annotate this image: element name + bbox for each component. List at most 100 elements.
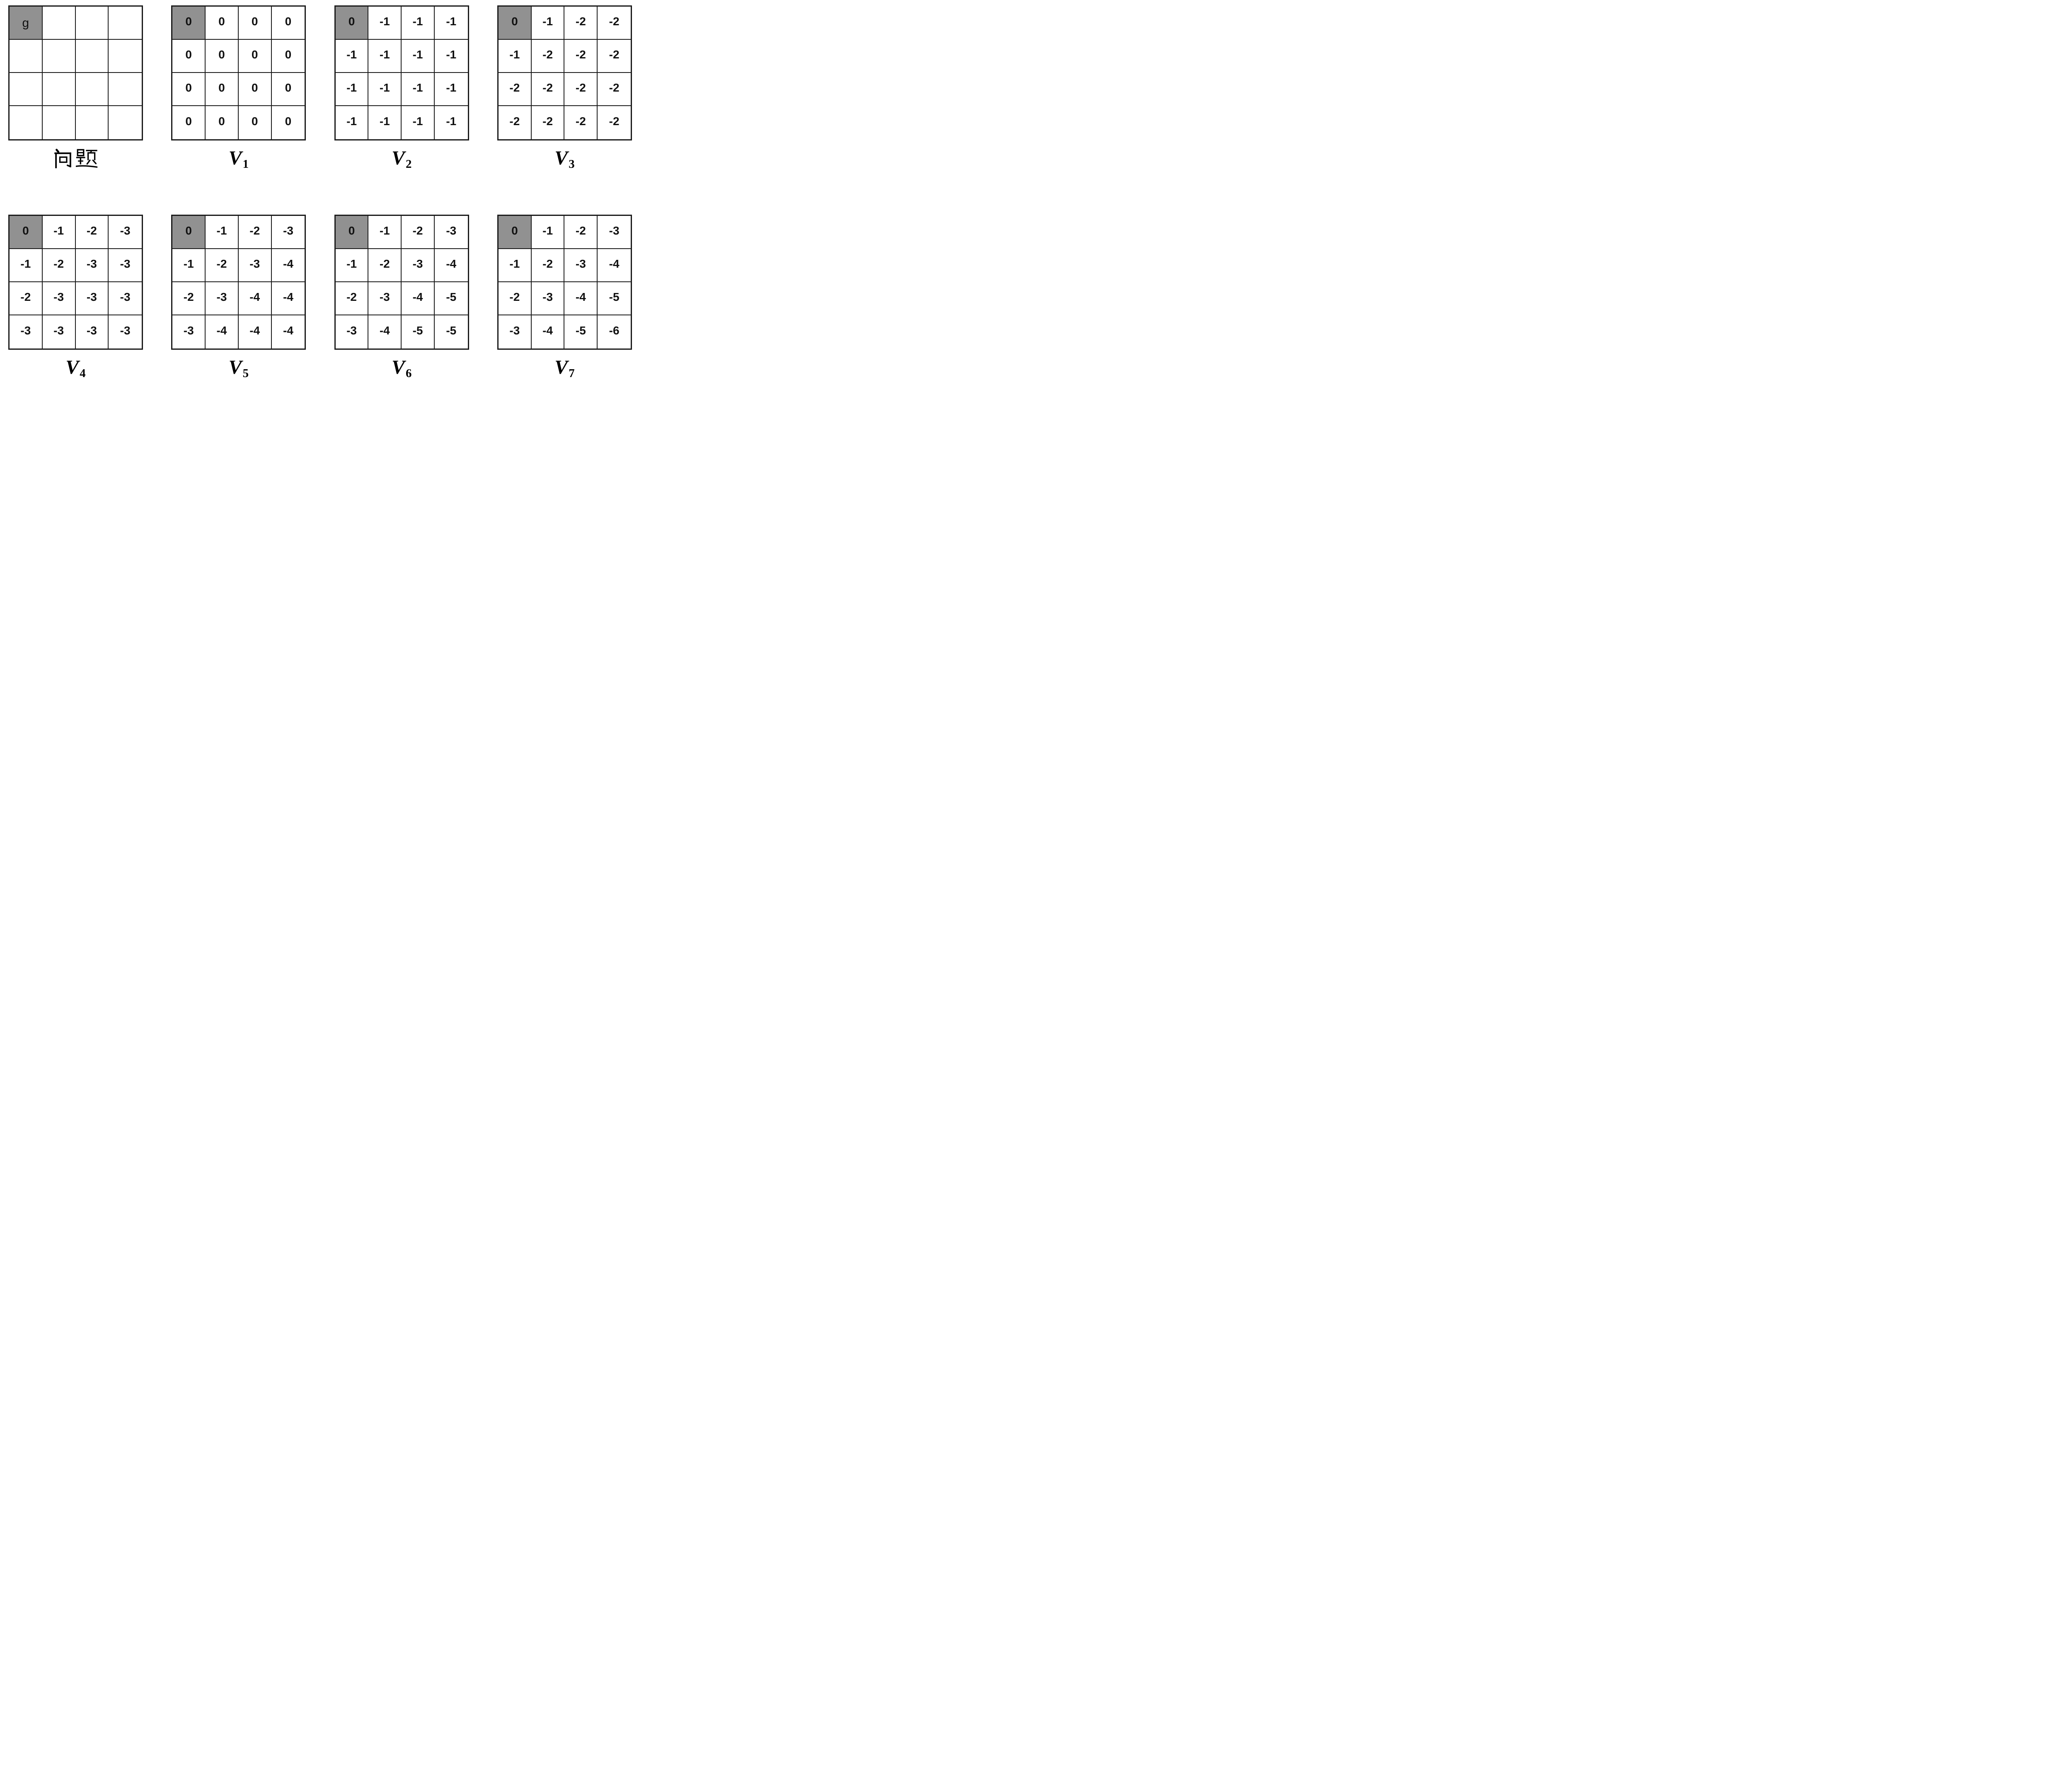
- cell-v4-r1c3: -3: [109, 249, 142, 282]
- cell-v1-r0c1: 0: [206, 7, 239, 40]
- cell-value: -2: [542, 81, 553, 94]
- cell-v1-r1c0: 0: [172, 40, 206, 73]
- cell-v6-r2c0: -2: [335, 282, 369, 315]
- cell-value: -2: [379, 257, 390, 270]
- cell-value: -1: [412, 81, 423, 94]
- cell-v6-r2c2: -4: [402, 282, 435, 315]
- cell-v5-r3c3: -4: [272, 315, 305, 349]
- cell-v4-r3c1: -3: [43, 315, 76, 349]
- cell-value: -1: [183, 257, 194, 270]
- cell-v3-r1c0: -1: [498, 40, 532, 73]
- cell-value: -3: [53, 290, 64, 303]
- cell-v3-r1c3: -2: [598, 40, 631, 73]
- cell-v5-r2c0: -2: [172, 282, 206, 315]
- cell-v3-r0c0: 0: [498, 7, 532, 40]
- grid-v3: 0-1-2-2-1-2-2-2-2-2-2-2-2-2-2-2: [497, 5, 632, 140]
- cell-problem-r2c1: [42, 73, 76, 106]
- cell-problem-r3c2: [76, 106, 109, 139]
- cell-value: 0: [285, 48, 292, 61]
- cell-v1-r3c2: 0: [239, 106, 272, 139]
- cell-v1-r2c2: 0: [238, 73, 272, 106]
- grid-problem: g: [8, 5, 143, 140]
- cell-value: -1: [379, 115, 390, 128]
- cell-v6-r0c3: -3: [434, 216, 468, 249]
- cell-v2-r1c1: -1: [368, 40, 402, 73]
- cell-value: -3: [249, 257, 260, 270]
- label-subscript: 2: [405, 157, 412, 171]
- cell-v2-r0c0: 0: [335, 7, 369, 40]
- cell-value: -4: [283, 324, 293, 337]
- cell-value: -1: [379, 48, 390, 61]
- cell-v7-r2c0: -2: [498, 282, 532, 315]
- label-text: V3: [554, 148, 574, 170]
- cell-value: -3: [446, 224, 457, 237]
- cell-value: -3: [283, 224, 293, 237]
- cell-v2-r3c2: -1: [402, 106, 435, 139]
- cell-v2-r0c3: -1: [434, 7, 468, 40]
- grid-v2: 0-1-1-1-1-1-1-1-1-1-1-1-1-1-1-1: [334, 5, 469, 140]
- cell-v4-r0c2: -2: [75, 216, 109, 249]
- cell-value: -4: [249, 324, 260, 337]
- cell-v3-r1c2: -2: [564, 40, 598, 73]
- cell-problem-r1c2: [75, 40, 109, 73]
- cell-value: -4: [609, 257, 620, 270]
- cjk-label: 问题: [53, 148, 98, 168]
- cell-v1-r3c3: 0: [272, 106, 305, 139]
- cell-value: -1: [216, 224, 227, 237]
- cell-value: -5: [412, 324, 423, 337]
- cell-v7-r1c0: -1: [498, 249, 532, 282]
- cell-value: 0: [348, 15, 355, 28]
- cell-v2-r2c2: -1: [402, 73, 435, 106]
- cell-value: -6: [609, 324, 620, 337]
- label-problem: 问题: [53, 147, 98, 170]
- label-text: V5: [229, 358, 249, 380]
- label-v2: V2: [392, 147, 411, 170]
- cell-v4-r3c3: -3: [109, 315, 142, 349]
- cell-problem-r0c0: g: [10, 7, 43, 40]
- cjk-glyph-ti: [76, 149, 98, 168]
- cell-v3-r0c2: -2: [564, 7, 598, 40]
- cell-v6-r3c3: -5: [435, 315, 468, 349]
- cell-v7-r2c2: -4: [564, 282, 598, 315]
- cell-v4-r0c1: -1: [42, 216, 76, 249]
- cell-value: -4: [379, 324, 390, 337]
- cell-value: -1: [20, 257, 31, 270]
- cell-v1-r0c3: 0: [271, 7, 305, 40]
- cell-value: -2: [509, 115, 520, 128]
- cell-v5-r0c3: -3: [271, 216, 305, 249]
- cell-value: -4: [446, 257, 457, 270]
- label-base: V: [391, 356, 405, 378]
- cell-value: -4: [542, 324, 553, 337]
- cell-value: 0: [185, 15, 192, 28]
- cell-v5-r3c0: -3: [172, 315, 206, 349]
- cell-v2-r2c0: -1: [335, 73, 369, 106]
- cell-value: -1: [412, 15, 423, 28]
- label-subscript: 5: [242, 367, 249, 380]
- cell-v6-r2c3: -5: [434, 282, 468, 315]
- cell-v1-r2c0: 0: [172, 73, 206, 106]
- cell-value: -3: [379, 290, 390, 303]
- cell-v2-r0c1: -1: [368, 7, 402, 40]
- cell-v6-r0c1: -1: [368, 216, 402, 249]
- cell-v7-r2c1: -3: [531, 282, 565, 315]
- label-text: V4: [65, 358, 86, 380]
- cell-v3-r3c1: -2: [532, 106, 565, 139]
- cell-v2-r1c0: -1: [335, 40, 369, 73]
- cell-value: -3: [53, 324, 64, 337]
- cell-v1-r1c1: 0: [206, 40, 239, 73]
- cell-v5-r1c2: -3: [238, 249, 272, 282]
- cell-v4-r0c3: -3: [109, 216, 142, 249]
- cell-v5-r1c0: -1: [172, 249, 206, 282]
- cell-v7-r0c1: -1: [531, 216, 565, 249]
- cell-value: -2: [609, 81, 620, 94]
- cell-value: -3: [120, 257, 131, 270]
- cell-value: -4: [249, 290, 260, 303]
- label-text: V7: [554, 358, 574, 380]
- cell-v6-r1c3: -4: [434, 249, 468, 282]
- cell-v5-r2c3: -4: [271, 282, 305, 315]
- cell-value: g: [22, 16, 29, 30]
- label-subscript: 4: [80, 367, 86, 380]
